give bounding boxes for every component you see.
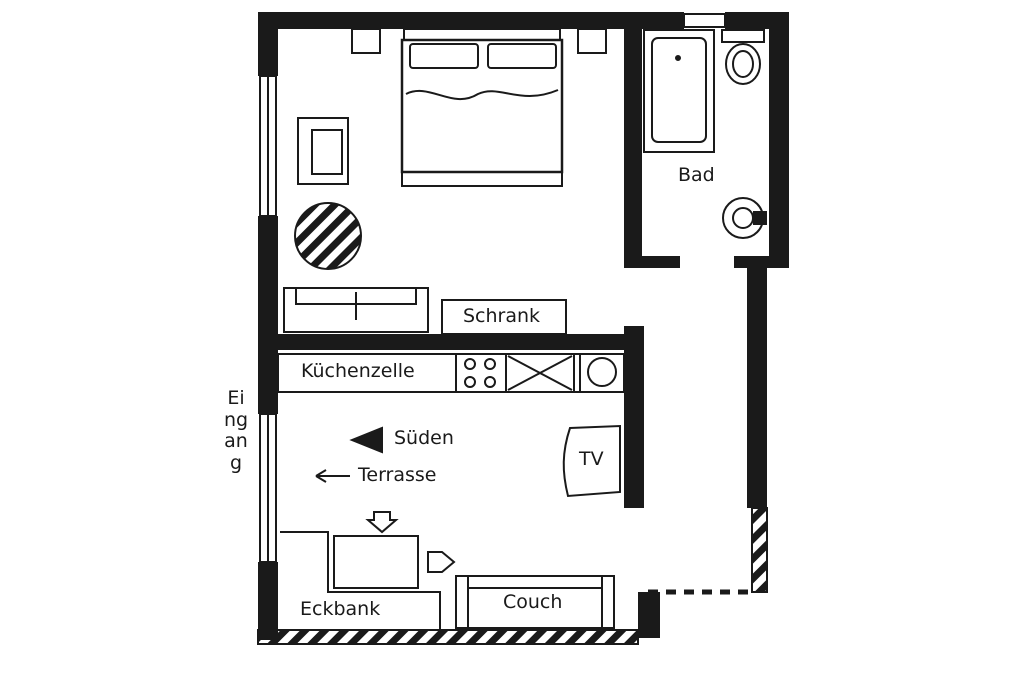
label-entrance: Eingang xyxy=(223,387,249,474)
windows xyxy=(259,13,726,563)
stove-burner-2 xyxy=(484,358,496,370)
wall-bath-bottom-left xyxy=(624,256,680,268)
window-bath-top xyxy=(683,13,726,28)
round-table xyxy=(294,202,362,270)
stove-burner-3 xyxy=(464,376,476,388)
chair-top xyxy=(365,511,399,534)
label-wardrobe: Schrank xyxy=(463,305,541,327)
wall-living-right xyxy=(624,326,644,508)
bathroom-fixtures xyxy=(643,29,767,239)
dining-table xyxy=(333,535,419,589)
armchair-seat xyxy=(311,129,343,175)
label-tv: TV xyxy=(579,448,604,470)
armchair xyxy=(297,117,349,185)
couch-arm-right xyxy=(601,575,615,629)
washbasin-tap xyxy=(753,211,767,225)
nightstand-left xyxy=(351,28,381,54)
washbasin-inner xyxy=(732,207,754,229)
walls xyxy=(258,12,789,640)
couch-arm-left xyxy=(455,575,469,629)
bedroom-furniture xyxy=(283,28,607,335)
wall-left-upper xyxy=(258,12,278,76)
wall-left-lower xyxy=(258,562,278,640)
nightstand-right xyxy=(577,28,607,54)
label-bathroom: Bad xyxy=(678,164,715,186)
chair-right xyxy=(427,551,456,573)
double-bed xyxy=(400,38,564,174)
wall-right-corridor xyxy=(747,266,767,508)
bed-headboard xyxy=(403,28,561,41)
wall-bath-left xyxy=(624,28,642,268)
south-arrow-icon xyxy=(349,426,383,454)
kitchen-counter xyxy=(277,353,625,393)
kitchenette xyxy=(277,353,625,393)
bed-footboard xyxy=(401,171,563,187)
fridge-cross-b xyxy=(507,355,573,391)
terrace-arrow-icon xyxy=(315,469,350,483)
toilet-bowl xyxy=(725,43,761,85)
sink xyxy=(587,357,617,387)
bathtub-inner xyxy=(651,37,707,143)
terrace-edges xyxy=(257,507,768,645)
tv-cabinet xyxy=(562,424,621,498)
wall-top-left xyxy=(258,12,684,29)
wardrobe xyxy=(441,299,567,335)
stove-burner-4 xyxy=(484,376,496,388)
bathtub xyxy=(643,29,715,153)
toilet-seat xyxy=(732,50,754,78)
label-south: Süden xyxy=(394,427,454,449)
stove-burner-1 xyxy=(464,358,476,370)
label-terrace: Terrasse xyxy=(358,464,437,486)
living-furniture xyxy=(280,424,621,630)
label-corner-bench: Eckbank xyxy=(300,598,381,620)
label-couch: Couch xyxy=(503,591,563,613)
bathtub-drain xyxy=(675,55,681,61)
wall-bath-right xyxy=(769,12,789,266)
toilet-tank xyxy=(721,29,765,43)
pillow-left xyxy=(409,43,479,69)
wall-living-divider xyxy=(278,334,642,350)
hatched-edge-right xyxy=(751,507,768,593)
duvet-fold xyxy=(405,89,559,100)
wall-bath-bottom-right xyxy=(734,256,789,268)
pillow-right xyxy=(487,43,557,69)
corner-bench xyxy=(280,531,441,630)
hatched-edge-bottom xyxy=(257,629,639,645)
wall-corner-right xyxy=(638,592,660,638)
wall-left-middle xyxy=(258,216,278,414)
label-kitchenette: Küchenzelle xyxy=(301,360,415,382)
